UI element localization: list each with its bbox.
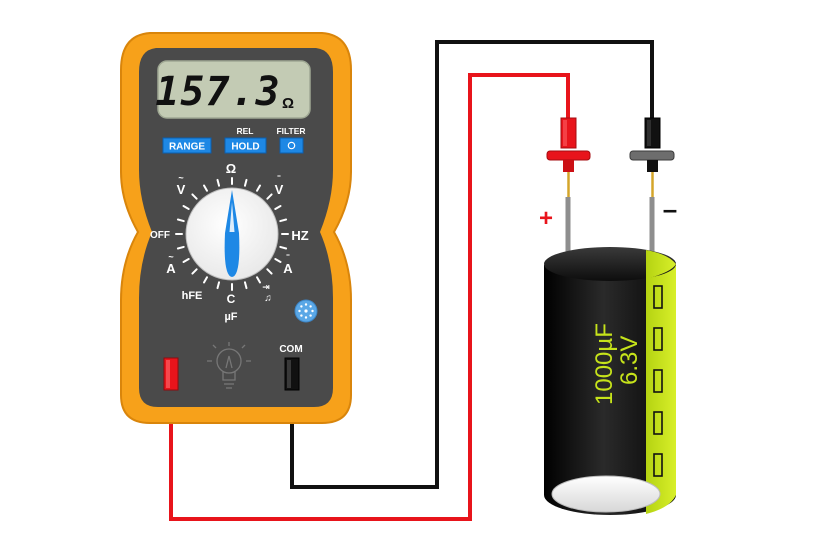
dial-tick [203,276,208,284]
voltage-label: 6.3V [616,336,643,385]
multimeter: 157.3 Ω REL FILTER RANGE HOLD Ω ~ V ⁼ [120,32,352,424]
red-probe[interactable] [546,117,591,198]
dial-label-hfe: hFE [182,290,203,302]
wires [169,40,654,521]
black-wire [290,40,654,489]
dc-line-icon: ⁼ [286,252,290,261]
lcd-screen [157,60,311,119]
lcd-value: 157.3 [155,69,280,115]
dial-label-hz: HZ [291,228,308,243]
filter-label: FILTER [276,126,305,136]
hold-button[interactable]: HOLD [224,137,267,154]
dc-line-icon: ⁼ [277,173,281,182]
dial-label-ohm: Ω [226,161,236,176]
backlight-icon [287,141,296,150]
capacitor-body [544,265,676,515]
dial-tick [182,205,190,210]
dial-tick [243,281,248,290]
dial-label-cap: C [227,292,236,306]
capacitor-top [544,247,676,281]
light-bulb-icon [207,342,251,389]
dial-tick [266,193,273,200]
dial-tick [266,268,273,275]
dial-tick [279,218,288,223]
ac-wave-icon: ~ [168,252,173,262]
dial-tick [182,258,190,263]
rel-label: REL [237,126,254,136]
filter-button[interactable] [279,137,304,154]
dial-label-a-dc: A [283,261,293,276]
dial-labels: Ω ~ V ⁼ V OFF HZ ~ A ⁼ A hFE C µF ⇥ ♫ [150,161,309,323]
red-wire [169,73,570,521]
black-probe[interactable] [629,117,675,198]
com-label: COM [279,344,302,355]
dial-tick [191,268,198,275]
dial-tick [274,258,282,263]
dial-label-a-ac: A [166,261,176,276]
dial-tick [216,178,221,187]
range-button[interactable]: RANGE [162,137,212,154]
com-jack[interactable] [284,357,300,391]
positive-marker: + [539,205,553,232]
diode-icon: ⇥ [262,282,270,292]
dial-label-v-dc: V [275,182,284,197]
capacitance-label: 1000µF [591,323,618,405]
dial-tick [243,178,248,187]
dial-tick [279,245,288,250]
electrolytic-capacitor: + – 1000µF 6.3V [539,194,677,515]
dial-label-cap-unit: µF [224,311,237,323]
dial-tick [176,245,185,250]
hold-button-label: HOLD [231,142,259,153]
dial-tick [176,218,185,223]
dial-tick [256,184,261,192]
lcd-unit: Ω [282,95,294,112]
dial-tick [274,205,282,210]
dial-tick [203,184,208,192]
dial-tick [256,276,261,284]
ac-wave-icon: ~ [178,173,183,183]
stripe-markers [653,285,663,477]
dial-pointer-highlight [229,202,235,232]
dial-label-v-ac: V [177,182,186,197]
dial-tick [216,281,221,290]
v-ohm-jack[interactable] [163,357,179,391]
dial-tick [191,193,198,200]
range-button-label: RANGE [169,142,205,153]
negative-marker: – [663,194,677,224]
dial-label-off: OFF [150,230,170,241]
capacitor-bottom [551,475,661,513]
dial-ticks [175,177,289,291]
capacitor-polarity-stripe [646,252,676,514]
continuity-icon: ♫ [264,293,272,304]
dial-pointer [224,190,240,277]
gear-icon[interactable] [294,299,318,323]
